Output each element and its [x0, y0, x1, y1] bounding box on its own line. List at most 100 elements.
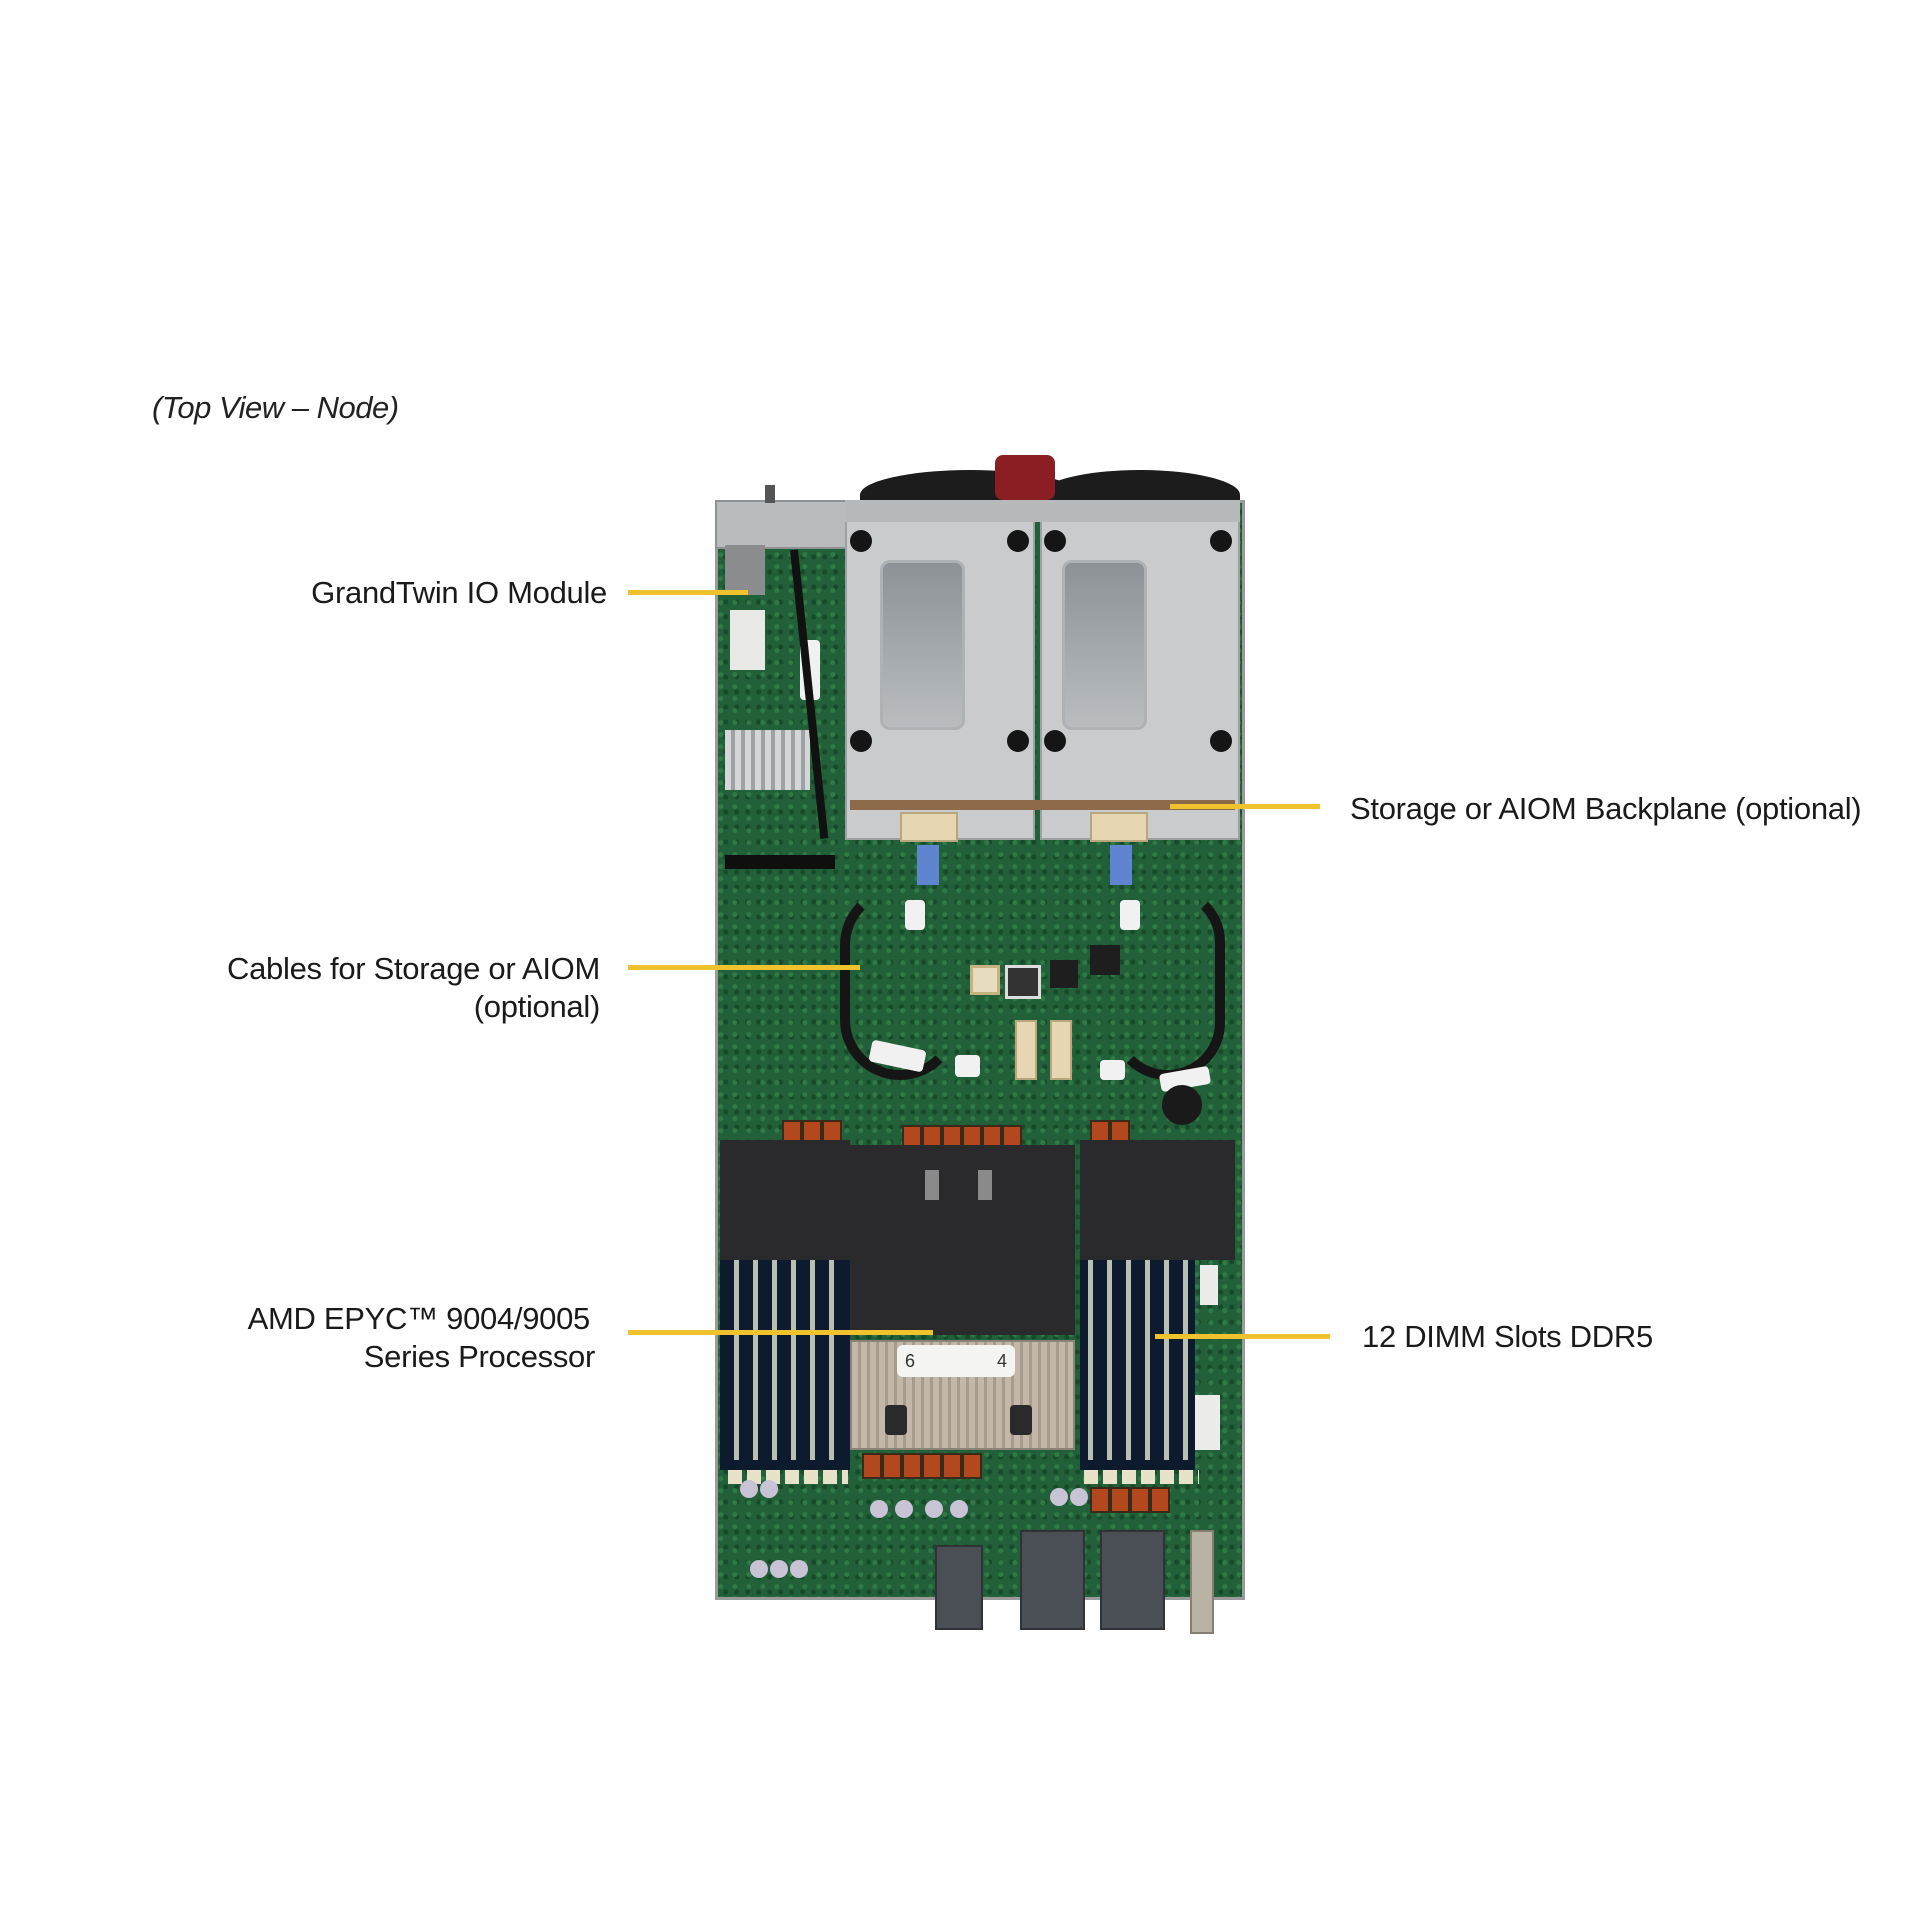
capacitor: [925, 1500, 943, 1518]
cage-screw: [1007, 530, 1029, 552]
pcb-chip: [1050, 960, 1078, 988]
dimm-slot: [1145, 1260, 1150, 1460]
dimm-slot: [1107, 1260, 1112, 1460]
pcb-chip: [1005, 965, 1041, 999]
heatsink-screw-left: [885, 1405, 907, 1435]
capacitor: [870, 1500, 888, 1518]
capacitor: [950, 1500, 968, 1518]
dimm-slot: [810, 1260, 815, 1460]
callout-backplane: Storage or AIOM Backplane (optional): [1350, 791, 1862, 826]
sticker-number-right: 4: [996, 1351, 1007, 1371]
cable-sleeve: [1100, 1060, 1125, 1080]
io-module-label: [730, 610, 765, 670]
vrm-inductor: [882, 1453, 902, 1479]
backplane-connector-right: [1090, 812, 1148, 842]
battery: [1162, 1085, 1202, 1125]
dimm-slot: [791, 1260, 796, 1460]
capacitor: [1070, 1488, 1088, 1506]
board-connector: [1015, 1020, 1037, 1080]
cage-screw: [850, 530, 872, 552]
leader-backplane: [1170, 804, 1320, 809]
vrm-inductor: [962, 1453, 982, 1479]
dimm-slot: [1183, 1260, 1188, 1460]
shroud-clip: [925, 1170, 939, 1200]
cage-screw: [1210, 530, 1232, 552]
vrm-inductor: [862, 1453, 882, 1479]
dimm-slot: [1088, 1260, 1093, 1460]
cpu-shroud: [850, 1145, 1075, 1335]
cable-latch-left: [917, 845, 939, 885]
dimm-slot: [829, 1260, 834, 1460]
pcb-chip: [1090, 945, 1120, 975]
leader-cables: [628, 965, 860, 970]
dimm-latches-left: [728, 1470, 848, 1484]
dimm-slot: [1126, 1260, 1131, 1460]
sticker-number-left: 6: [905, 1351, 916, 1371]
capacitor: [760, 1480, 778, 1498]
cage-screw: [1007, 730, 1029, 752]
capacitor: [1050, 1488, 1068, 1506]
io-module-block: [725, 545, 765, 595]
callout-processor-line1: AMD EPYC™ 9004/9005: [247, 1301, 591, 1336]
cable-sleeve: [955, 1055, 980, 1077]
vrm-inductor: [1090, 1487, 1110, 1513]
board-label: [1200, 1265, 1218, 1305]
backplane-connector-left: [900, 812, 958, 842]
capacitor: [740, 1480, 758, 1498]
capacitor: [750, 1560, 768, 1578]
backplane-pcb: [850, 800, 1235, 810]
antenna-post: [765, 485, 775, 503]
dimm-slot: [734, 1260, 739, 1460]
vrm-inductor: [902, 1453, 922, 1479]
cage-window-left: [880, 560, 965, 730]
callout-cables-line2: (optional): [473, 989, 601, 1024]
vrm-inductor: [1130, 1487, 1150, 1513]
rear-handle: [1190, 1530, 1214, 1634]
cable-latch-right: [1110, 845, 1132, 885]
callout-cables-line1: Cables for Storage or AIOM: [227, 951, 600, 986]
dimm-latches-right: [1084, 1470, 1199, 1484]
rear-port-network-1: [1020, 1530, 1085, 1630]
cage-window-right: [1062, 560, 1147, 730]
cage-top-rail: [845, 500, 1240, 522]
leader-processor: [628, 1330, 933, 1335]
shroud-clip: [978, 1170, 992, 1200]
callout-dimm: 12 DIMM Slots DDR5: [1362, 1319, 1653, 1354]
dimm-bank-right: [1080, 1260, 1195, 1470]
storage-cable-left: [840, 885, 960, 1080]
dimm-bank-left: [720, 1260, 850, 1470]
vrm-inductor: [1110, 1487, 1130, 1513]
dimm-slot: [753, 1260, 758, 1460]
pcb-chip: [970, 965, 1000, 995]
leader-dimm: [1155, 1334, 1330, 1339]
vrm-inductor: [942, 1453, 962, 1479]
board-connector: [1050, 1020, 1072, 1080]
capacitor: [770, 1560, 788, 1578]
cage-screw: [850, 730, 872, 752]
cage-screw: [1044, 730, 1066, 752]
rear-port-network-2: [1100, 1530, 1165, 1630]
callout-io-module: GrandTwin IO Module: [311, 575, 607, 610]
cage-screw: [1044, 530, 1066, 552]
cable-sleeve: [905, 900, 925, 930]
io-module-heatsink: [725, 730, 810, 790]
dimm-slot: [1164, 1260, 1169, 1460]
dimm-cover-right: [1080, 1140, 1235, 1260]
io-bracket: [715, 500, 849, 549]
cable-sleeve: [1120, 900, 1140, 930]
vrm-inductor: [1150, 1487, 1170, 1513]
board-label: [1195, 1395, 1220, 1450]
cage-screw: [1210, 730, 1232, 752]
callout-processor-line2: Series Processor: [363, 1339, 596, 1374]
leader-io-module: [628, 590, 748, 595]
capacitor: [790, 1560, 808, 1578]
dimm-slot: [772, 1260, 777, 1460]
capacitor: [895, 1500, 913, 1518]
view-title: (Top View – Node): [152, 390, 399, 425]
heatsink-screw-right: [1010, 1405, 1032, 1435]
fan-pull-tab: [995, 455, 1055, 500]
dimm-cover-left: [720, 1140, 850, 1260]
heatsink-sticker: 6 4: [897, 1345, 1015, 1377]
rear-port-mgmt: [935, 1545, 983, 1630]
m2-slot: [725, 855, 835, 869]
